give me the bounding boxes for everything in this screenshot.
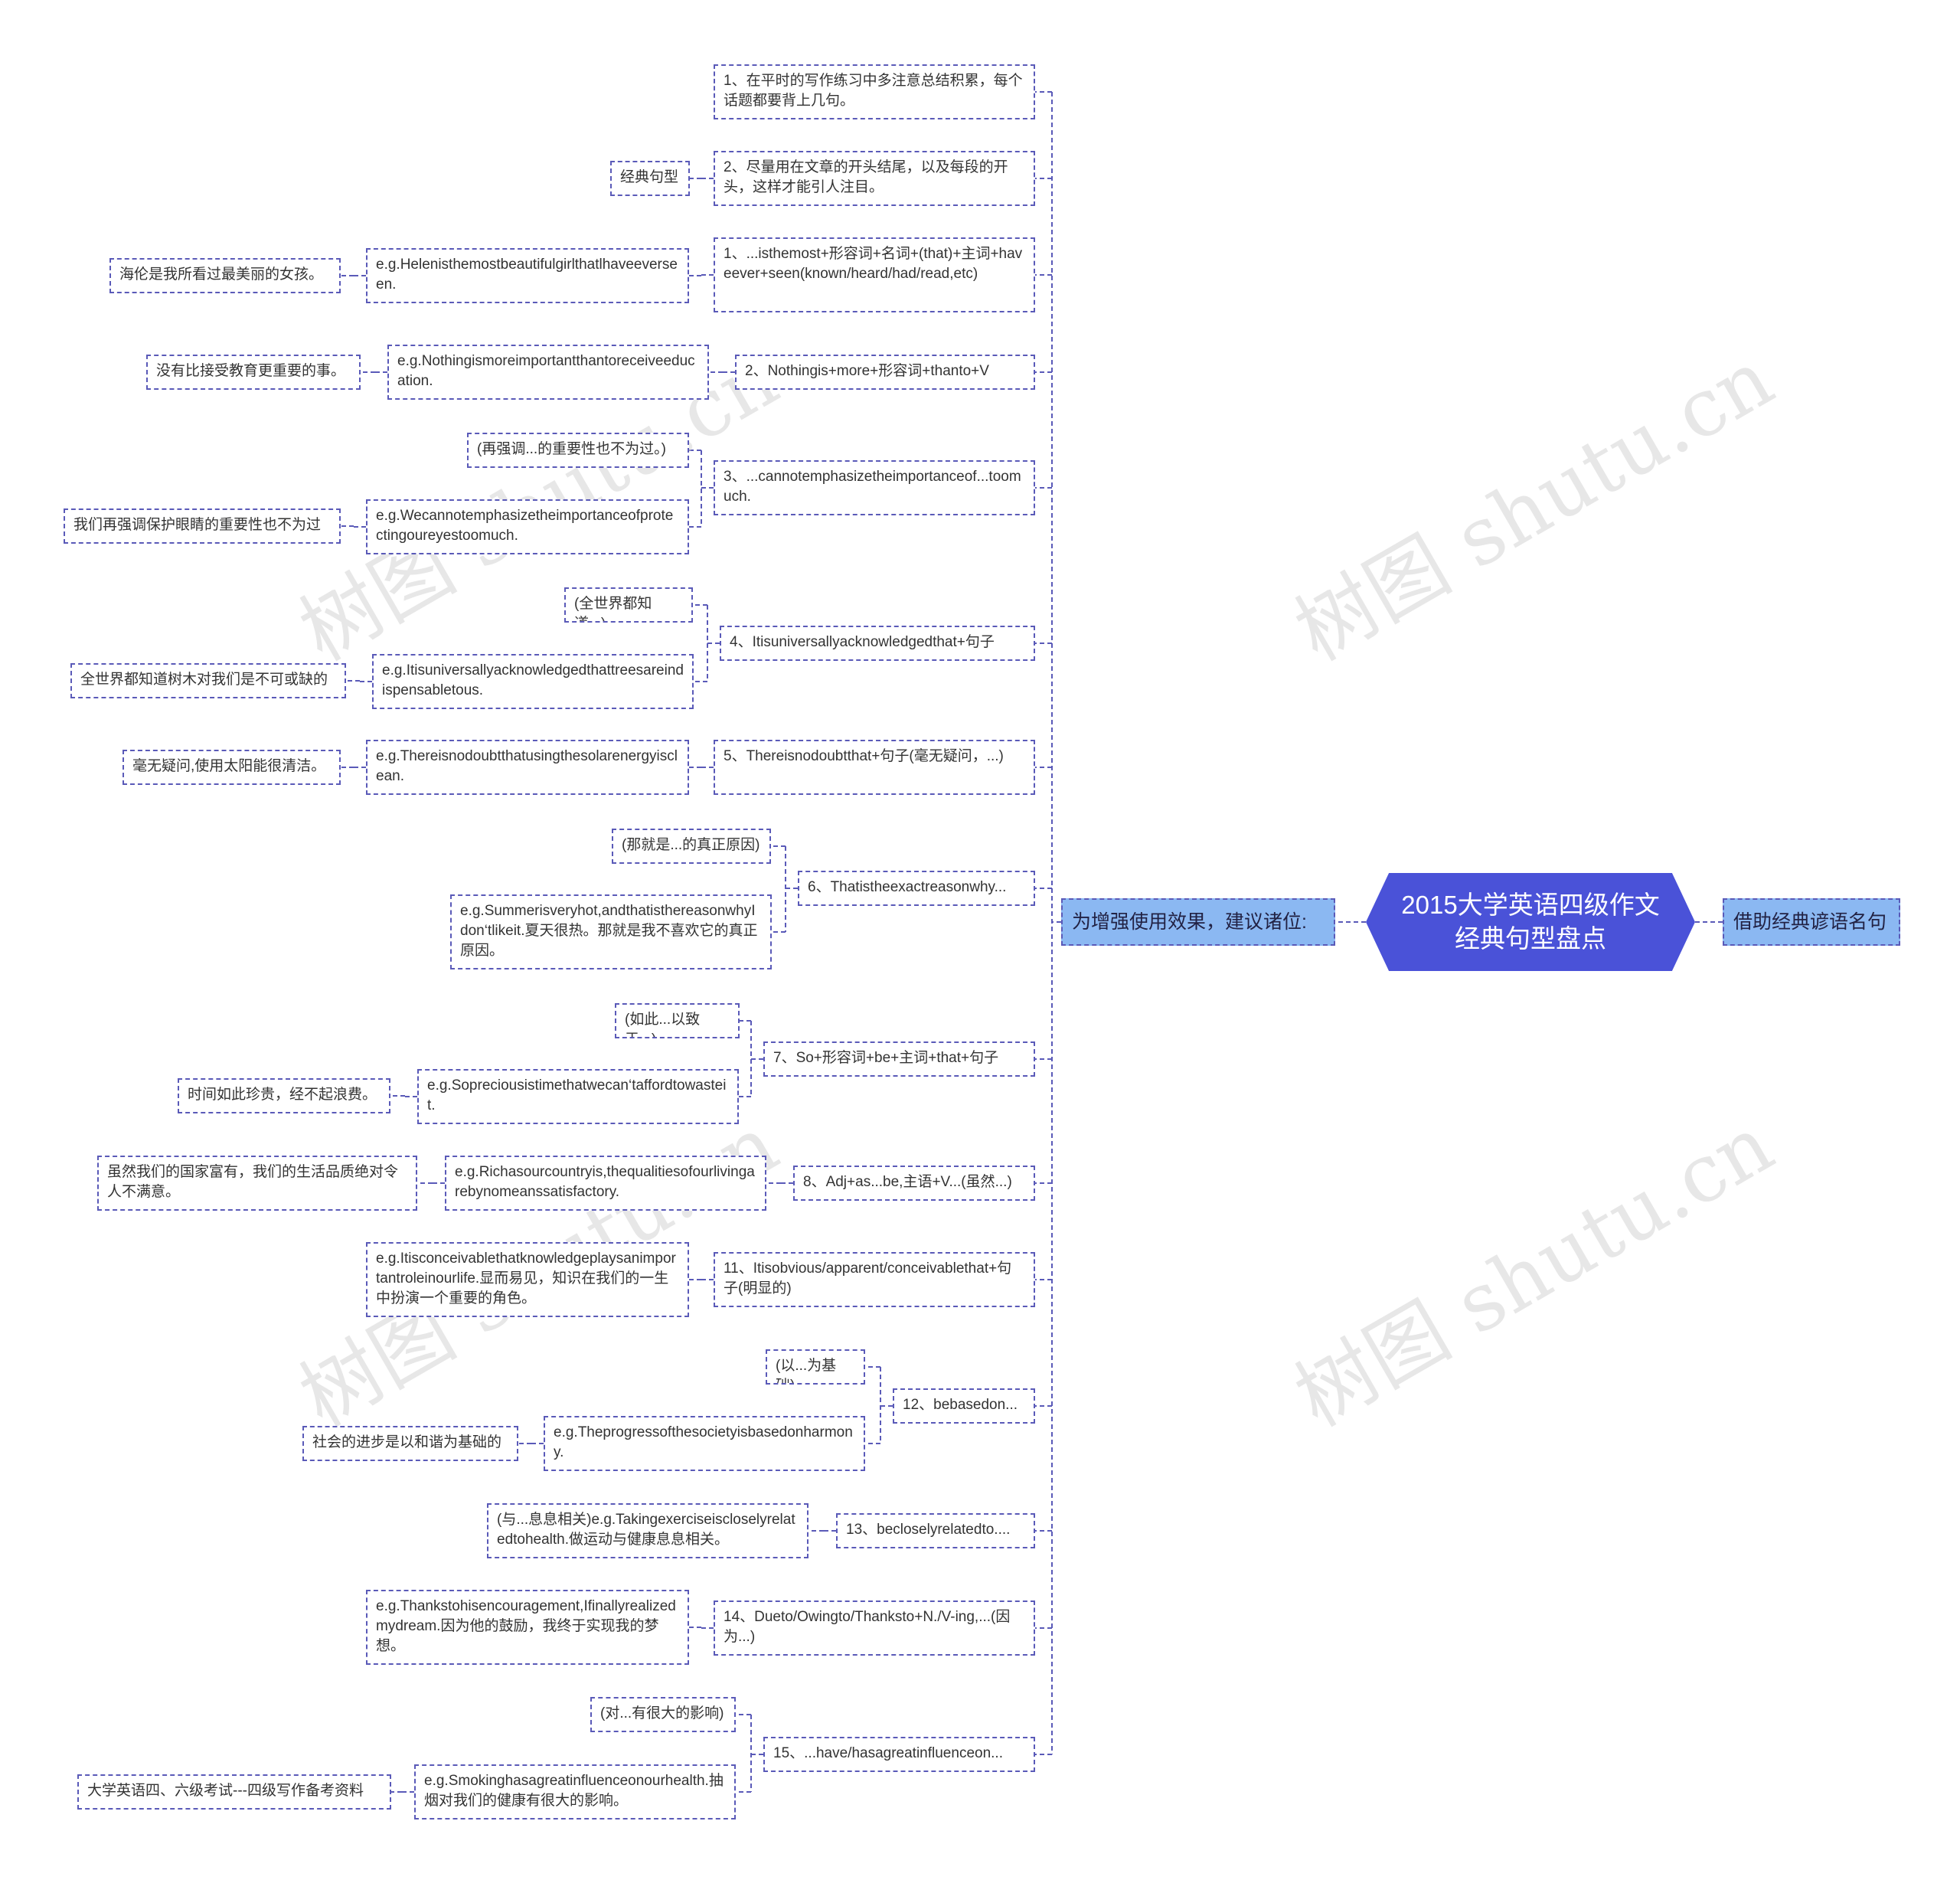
node-translation-5[interactable]: 毫无疑问,使用太阳能很清洁。 xyxy=(122,750,341,785)
node-example-1[interactable]: e.g.Helenisthemostbeautifulgirlthatlhave… xyxy=(366,248,689,303)
node-tip1[interactable]: 1、在平时的写作练习中多注意总结积累，每个话题都要背上几句。 xyxy=(714,64,1035,119)
node-classic-patterns[interactable]: 经典句型 xyxy=(610,161,690,196)
branch-suggestions[interactable]: 为增强使用效果，建议诸位: xyxy=(1061,898,1335,946)
node-example-2[interactable]: e.g.Nothingismoreimportantthantoreceivee… xyxy=(387,345,709,400)
node-translation-7[interactable]: 时间如此珍贵，经不起浪费。 xyxy=(178,1078,390,1113)
node-pattern-4[interactable]: 4、Itisuniversallyacknowledgedthat+句子 xyxy=(720,626,1035,661)
node-example-8[interactable]: e.g.Richasourcountryis,thequalitiesofour… xyxy=(445,1156,766,1211)
node-example-6[interactable]: e.g.Summerisveryhot,andthatisthereasonwh… xyxy=(450,894,772,969)
node-pattern-5[interactable]: 5、Thereisnodoubtthat+句子(毫无疑问，...) xyxy=(714,740,1035,795)
node-pattern-3[interactable]: 3、...cannotemphasizetheimportanceof...to… xyxy=(714,460,1035,515)
node-note-7[interactable]: (如此...以致于...) xyxy=(615,1003,740,1038)
node-note-12[interactable]: (以...为基础) xyxy=(766,1349,865,1385)
node-translation-8[interactable]: 虽然我们的国家富有，我们的生活品质绝对令人不满意。 xyxy=(97,1156,417,1211)
node-example-3[interactable]: e.g.Wecannotemphasizetheimportanceofprot… xyxy=(366,499,689,554)
node-note-3[interactable]: (再强调...的重要性也不为过。) xyxy=(467,433,689,468)
node-example-4[interactable]: e.g.Itisuniversallyacknowledgedthattrees… xyxy=(372,654,694,709)
node-example-14[interactable]: e.g.Thankstohisencouragement,Ifinallyrea… xyxy=(366,1590,689,1665)
node-tip2[interactable]: 2、尽量用在文章的开头结尾，以及每段的开头，这样才能引人注目。 xyxy=(714,151,1035,206)
node-pattern-7[interactable]: 7、So+形容词+be+主词+that+句子 xyxy=(763,1041,1035,1077)
node-pattern-13[interactable]: 13、becloselyrelatedto.... xyxy=(836,1513,1035,1548)
node-pattern-14[interactable]: 14、Dueto/Owingto/Thanksto+N./V-ing,...(因… xyxy=(714,1600,1035,1656)
node-pattern-11[interactable]: 11、Itisobvious/apparent/conceivablethat+… xyxy=(714,1252,1035,1307)
node-pattern-15[interactable]: 15、...have/hasagreatinfluenceon... xyxy=(763,1737,1035,1772)
node-note-4[interactable]: (全世界都知道...) xyxy=(564,587,693,623)
node-note-15[interactable]: (对...有很大的影响) xyxy=(590,1697,736,1732)
node-translation-15[interactable]: 大学英语四、六级考试---四级写作备考资料 xyxy=(77,1774,391,1810)
node-translation-2[interactable]: 没有比接受教育更重要的事。 xyxy=(146,355,361,390)
node-example-11[interactable]: e.g.Itisconceivablethatknowledgeplaysani… xyxy=(366,1242,689,1317)
node-translation-4[interactable]: 全世界都知道树木对我们是不可或缺的 xyxy=(70,663,346,698)
node-example-5[interactable]: e.g.Thereisnodoubtthatusingthesolarenerg… xyxy=(366,740,689,795)
node-translation-1[interactable]: 海伦是我所看过最美丽的女孩。 xyxy=(109,258,341,293)
node-pattern-1[interactable]: 1、...isthemost+形容词+名词+(that)+主词+haveever… xyxy=(714,237,1035,312)
node-pattern-12[interactable]: 12、bebasedon... xyxy=(893,1388,1035,1424)
branch-proverbs[interactable]: 借助经典谚语名句 xyxy=(1723,898,1900,946)
node-example-13[interactable]: (与...息息相关)e.g.Takingexerciseiscloselyrel… xyxy=(487,1503,808,1558)
node-translation-3[interactable]: 我们再强调保护眼睛的重要性也不为过 xyxy=(64,508,341,544)
node-example-15[interactable]: e.g.Smokinghasagreatinfluenceonourhealth… xyxy=(414,1764,736,1820)
node-pattern-6[interactable]: 6、Thatistheexactreasonwhy... xyxy=(798,871,1035,906)
root-topic[interactable]: 2015大学英语四级作文经典句型盘点 xyxy=(1366,873,1695,971)
node-pattern-2[interactable]: 2、Nothingis+more+形容词+thanto+V xyxy=(735,355,1035,390)
node-translation-12[interactable]: 社会的进步是以和谐为基础的 xyxy=(302,1426,518,1461)
node-example-12[interactable]: e.g.Theprogressofthesocietyisbasedonharm… xyxy=(544,1416,865,1471)
node-note-6[interactable]: (那就是...的真正原因) xyxy=(612,829,771,864)
node-pattern-8[interactable]: 8、Adj+as...be,主语+V...(虽然...) xyxy=(793,1166,1035,1201)
node-example-7[interactable]: e.g.Sopreciousistimethatwecan‘taffordtow… xyxy=(417,1069,739,1124)
